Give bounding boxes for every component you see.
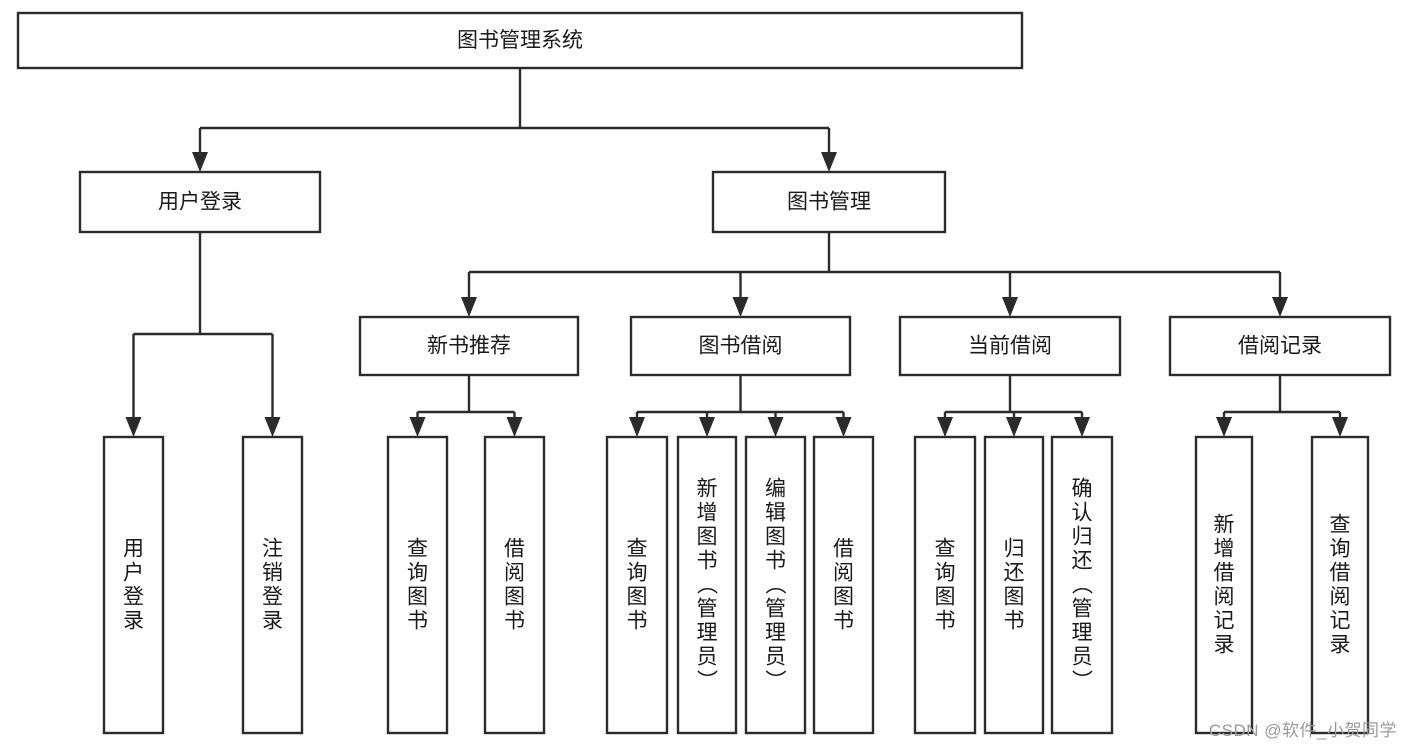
arrowhead-icon	[699, 417, 715, 437]
csdn-watermark: CSDN @软件_小贺同学	[1208, 721, 1397, 740]
node-current-borrow-label: 当前借阅	[968, 335, 1052, 358]
node-borrow-record-label: 借阅记录	[1238, 335, 1322, 358]
arrowhead-icon	[1002, 297, 1018, 317]
connector-layer	[125, 68, 1348, 437]
node-leaf-confirm-return[interactable]: 确认归还（管理员）	[1050, 435, 1114, 735]
node-leaf-add-book-label: 新增图书（管理员）	[697, 478, 719, 693]
node-leaf-query-record[interactable]: 查询借阅记录	[1310, 435, 1370, 735]
node-current-borrow[interactable]: 当前借阅	[898, 315, 1122, 377]
node-leaf-borrow-book-2[interactable]: 借阅图书	[812, 435, 875, 735]
node-leaf-query-book-1[interactable]: 查询图书	[386, 435, 449, 735]
node-leaf-query-book-3-box	[913, 435, 977, 735]
node-root-system-box	[16, 11, 1024, 70]
node-leaf-add-record[interactable]: 新增借阅记录	[1194, 435, 1254, 735]
node-new-book-rec[interactable]: 新书推荐	[358, 315, 580, 377]
node-new-book-rec-label: 新书推荐	[427, 335, 511, 358]
arrowhead-icon	[1074, 417, 1090, 437]
arrowhead-icon	[506, 417, 523, 437]
node-book-borrow-box	[629, 315, 852, 377]
arrowhead-icon	[1332, 417, 1348, 437]
node-book-manage-box	[711, 170, 947, 234]
node-borrow-record-box	[1168, 315, 1392, 377]
arrowhead-icon	[732, 297, 749, 317]
node-leaf-borrow-book-2-label: 借阅图书	[833, 538, 854, 633]
node-book-borrow-label: 图书借阅	[699, 335, 783, 358]
arrowhead-icon	[461, 297, 477, 317]
node-root-system-label: 图书管理系统	[457, 29, 583, 52]
node-leaf-add-record-label: 新增借阅记录	[1214, 514, 1235, 657]
arrowhead-icon	[409, 417, 426, 437]
arrowhead-icon	[767, 417, 784, 437]
arrowhead-icon	[835, 417, 852, 437]
node-leaf-borrow-book-1-box	[483, 435, 546, 735]
node-leaf-logout-box	[241, 435, 304, 735]
node-leaf-query-record-box	[1310, 435, 1370, 735]
node-leaf-query-book-1-box	[386, 435, 449, 735]
node-borrow-record[interactable]: 借阅记录	[1168, 315, 1392, 377]
arrowhead-icon	[125, 417, 142, 437]
node-leaf-user-login-box	[102, 435, 165, 735]
node-leaf-add-record-box	[1194, 435, 1254, 735]
node-leaf-add-book[interactable]: 新增图书（管理员）	[676, 435, 738, 735]
node-leaf-borrow-book-2-box	[812, 435, 875, 735]
arrowhead-icon	[1272, 297, 1288, 317]
node-leaf-return-book-label: 归还图书	[1004, 538, 1025, 633]
node-leaf-query-book-2-label: 查询图书	[627, 538, 648, 633]
arrowhead-icon	[1216, 417, 1232, 437]
node-leaf-query-book-1-label: 查询图书	[407, 538, 428, 633]
node-leaf-query-book-3-label: 查询图书	[935, 538, 956, 633]
node-leaf-query-book-3[interactable]: 查询图书	[913, 435, 977, 735]
node-user-login-label: 用户登录	[158, 191, 242, 214]
node-book-manage[interactable]: 图书管理	[711, 170, 947, 234]
node-current-borrow-box	[898, 315, 1122, 377]
node-leaf-edit-book-label: 编辑图书（管理员）	[765, 478, 787, 693]
node-leaf-add-book-box	[676, 435, 738, 735]
arrowhead-icon	[629, 417, 645, 437]
node-layer: 图书管理系统用户登录图书管理新书推荐图书借阅当前借阅借阅记录用户登录注销登录查询…	[16, 11, 1392, 735]
node-book-manage-label: 图书管理	[787, 191, 871, 214]
node-leaf-confirm-return-box	[1050, 435, 1114, 735]
node-user-login-box	[78, 170, 322, 234]
node-book-borrow[interactable]: 图书借阅	[629, 315, 852, 377]
node-leaf-logout-label: 注销登录	[262, 538, 283, 633]
node-leaf-borrow-book-1[interactable]: 借阅图书	[483, 435, 546, 735]
node-leaf-confirm-return-label: 确认归还（管理员）	[1072, 478, 1094, 693]
node-leaf-query-book-2-box	[605, 435, 669, 735]
node-new-book-rec-box	[358, 315, 580, 377]
node-leaf-edit-book[interactable]: 编辑图书（管理员）	[744, 435, 807, 735]
arrowhead-icon	[821, 152, 837, 172]
node-leaf-user-login[interactable]: 用户登录	[102, 435, 165, 735]
arrowhead-icon	[937, 417, 953, 437]
node-user-login[interactable]: 用户登录	[78, 170, 322, 234]
node-root-system[interactable]: 图书管理系统	[16, 11, 1024, 70]
node-leaf-return-book-box	[983, 435, 1045, 735]
node-leaf-user-login-label: 用户登录	[123, 538, 144, 633]
node-leaf-borrow-book-1-label: 借阅图书	[504, 538, 525, 633]
node-leaf-query-record-label: 查询借阅记录	[1330, 514, 1351, 657]
arrowhead-icon	[1006, 417, 1022, 437]
node-leaf-query-book-2[interactable]: 查询图书	[605, 435, 669, 735]
node-leaf-edit-book-box	[744, 435, 807, 735]
arrowhead-icon	[264, 417, 281, 437]
node-leaf-return-book[interactable]: 归还图书	[983, 435, 1045, 735]
arrowhead-icon	[192, 152, 208, 172]
node-leaf-logout[interactable]: 注销登录	[241, 435, 304, 735]
